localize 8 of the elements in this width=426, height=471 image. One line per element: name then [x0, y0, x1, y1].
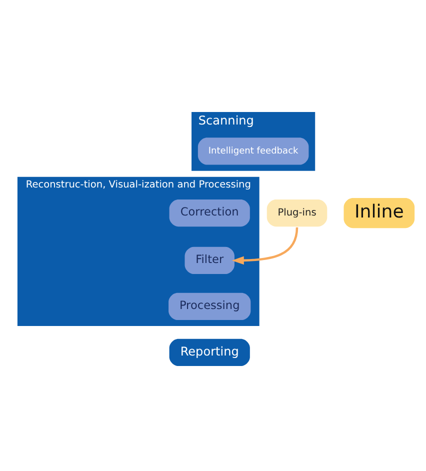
- node-box: Inline: [344, 197, 415, 228]
- node-box: Filter: [184, 246, 234, 274]
- node-box: Intelligent feedback: [198, 137, 309, 164]
- node-box: Plug-ins: [266, 198, 328, 226]
- node-box: Correction: [169, 198, 250, 226]
- arrow: [232, 226, 298, 264]
- node-box: Processing: [168, 292, 251, 320]
- node-box: Reporting: [169, 338, 250, 366]
